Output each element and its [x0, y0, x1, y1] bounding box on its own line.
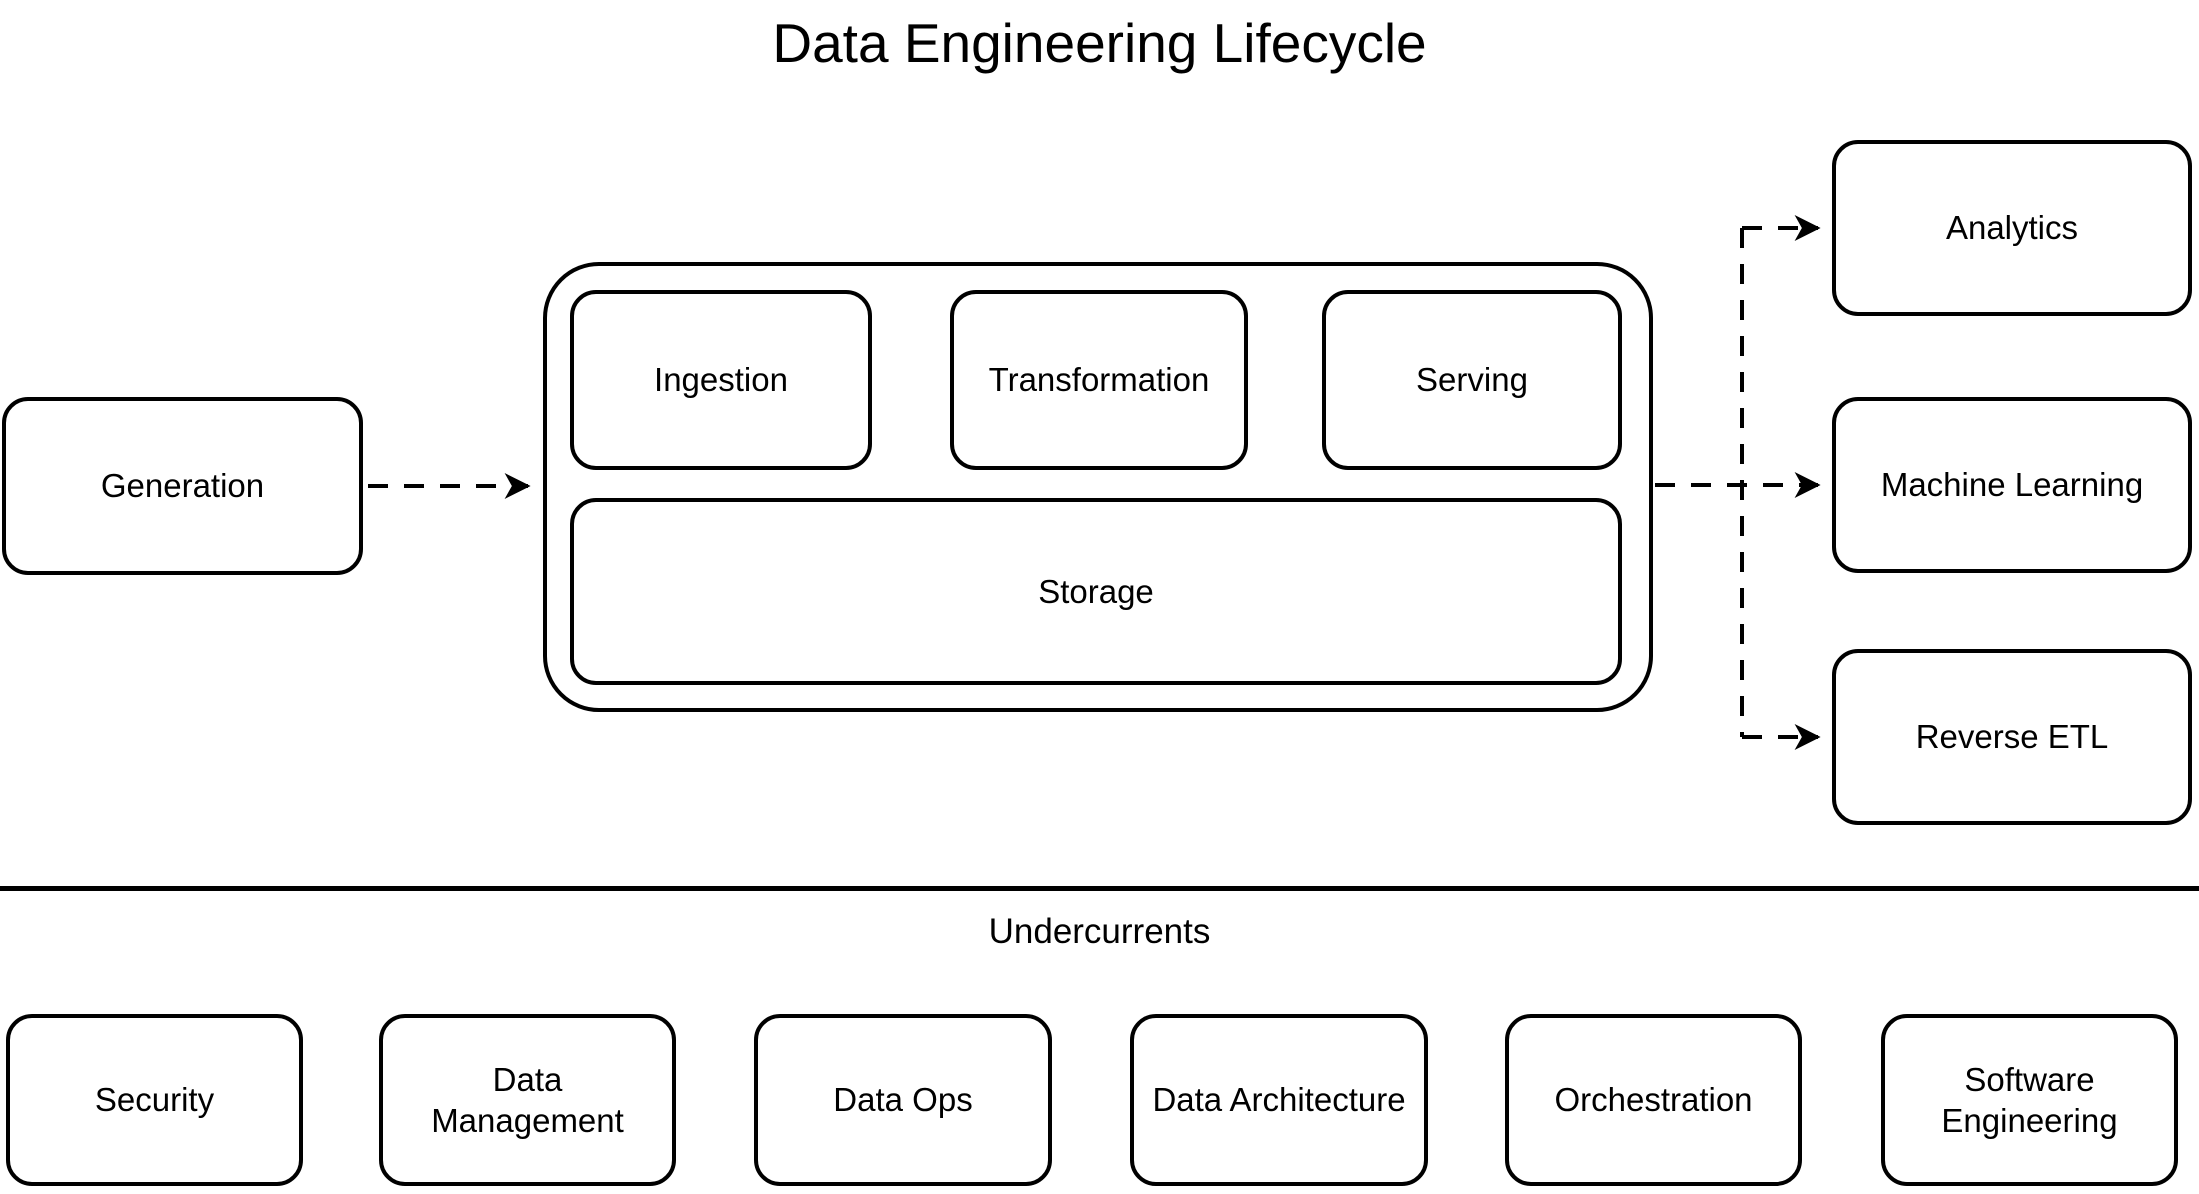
undercurrents-heading: Undercurrents: [988, 912, 1211, 951]
node-ingestion: Ingestion: [570, 290, 872, 470]
node-software-engineering: Software Engineering: [1881, 1014, 2178, 1186]
node-data-architecture: Data Architecture: [1130, 1014, 1428, 1186]
node-analytics: Analytics: [1832, 140, 2192, 316]
page-title: Data Engineering Lifecycle: [772, 12, 1427, 74]
node-transformation: Transformation: [950, 290, 1248, 470]
node-serving: Serving: [1322, 290, 1622, 470]
section-divider: [0, 886, 2199, 891]
node-orchestration: Orchestration: [1505, 1014, 1802, 1186]
node-security: Security: [6, 1014, 303, 1186]
node-generation: Generation: [2, 397, 363, 575]
node-data-ops: Data Ops: [754, 1014, 1052, 1186]
node-storage: Storage: [570, 498, 1622, 685]
node-reverse-etl: Reverse ETL: [1832, 649, 2192, 825]
node-data-management: Data Management: [379, 1014, 676, 1186]
node-machine-learning: Machine Learning: [1832, 397, 2192, 573]
